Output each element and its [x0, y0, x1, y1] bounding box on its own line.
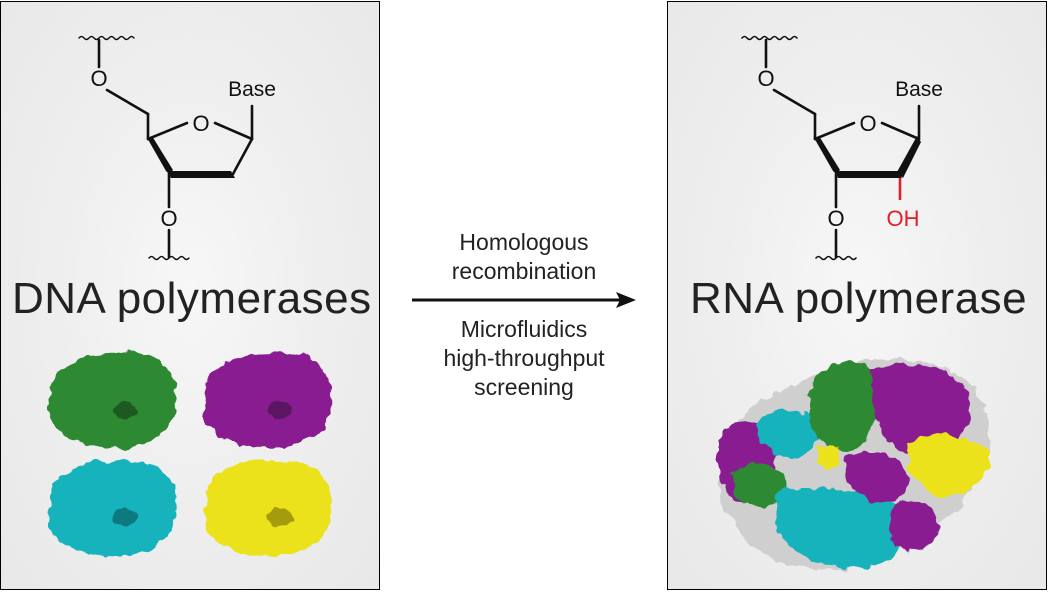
rna-polymerase-panel: O O O Base OH RNA polymerase [667, 1, 1047, 590]
protein-yellow [204, 460, 332, 557]
complex-green-top [808, 361, 882, 452]
complex-yellow-mid [818, 445, 840, 468]
dna-polymerases-panel: O O O Base DNA polymerases [0, 1, 380, 590]
complex-purple-top [873, 363, 971, 457]
hydroxyl-label: OH [887, 206, 920, 231]
wavy-bond-3 [148, 255, 190, 261]
rna-polymerase-complex [718, 358, 989, 571]
base-label: Base [895, 78, 943, 101]
oxygen-3-label: O [827, 206, 844, 231]
base-label: Base [228, 78, 276, 101]
rna-polymerase-title: RNA polymerase [690, 274, 1028, 323]
dna-polymerases-title: DNA polymerases [12, 274, 372, 323]
process-arrow [412, 292, 636, 308]
complex-green-left [732, 463, 788, 509]
protein-purple [204, 352, 332, 449]
protein-cyan [49, 460, 177, 557]
ring-oxygen-label: O [859, 111, 876, 136]
label-line: Homologous [459, 229, 589, 255]
homologous-recombination-label: Homologous recombination [394, 228, 654, 286]
label-line: recombination [451, 258, 597, 284]
oxygen-3-label: O [160, 206, 177, 231]
deoxyribose-structure: O O O Base [78, 35, 276, 261]
label-line: high-throughput [443, 345, 605, 371]
complex-yellow-right [908, 435, 989, 497]
label-line: screening [474, 374, 574, 400]
microfluidics-screening-label: Microfluidics high-throughput screening [394, 315, 654, 402]
complex-purple-right [888, 500, 940, 551]
ribose-structure: O O O Base OH [741, 35, 943, 261]
wavy-bond-3 [815, 255, 857, 261]
wavy-bond-5 [741, 35, 798, 41]
complex-cyan-bottom [774, 487, 912, 568]
ring-oxygen-label: O [192, 111, 209, 136]
wavy-bond-5 [78, 35, 135, 41]
complex-cyan-left [757, 409, 819, 457]
oxygen-5-label: O [90, 66, 107, 91]
oxygen-5-label: O [757, 66, 774, 91]
protein-green [49, 352, 177, 449]
dna-polymerase-structures [49, 352, 332, 557]
label-line: Microfluidics [460, 316, 588, 342]
complex-purple-bottom [846, 452, 909, 504]
